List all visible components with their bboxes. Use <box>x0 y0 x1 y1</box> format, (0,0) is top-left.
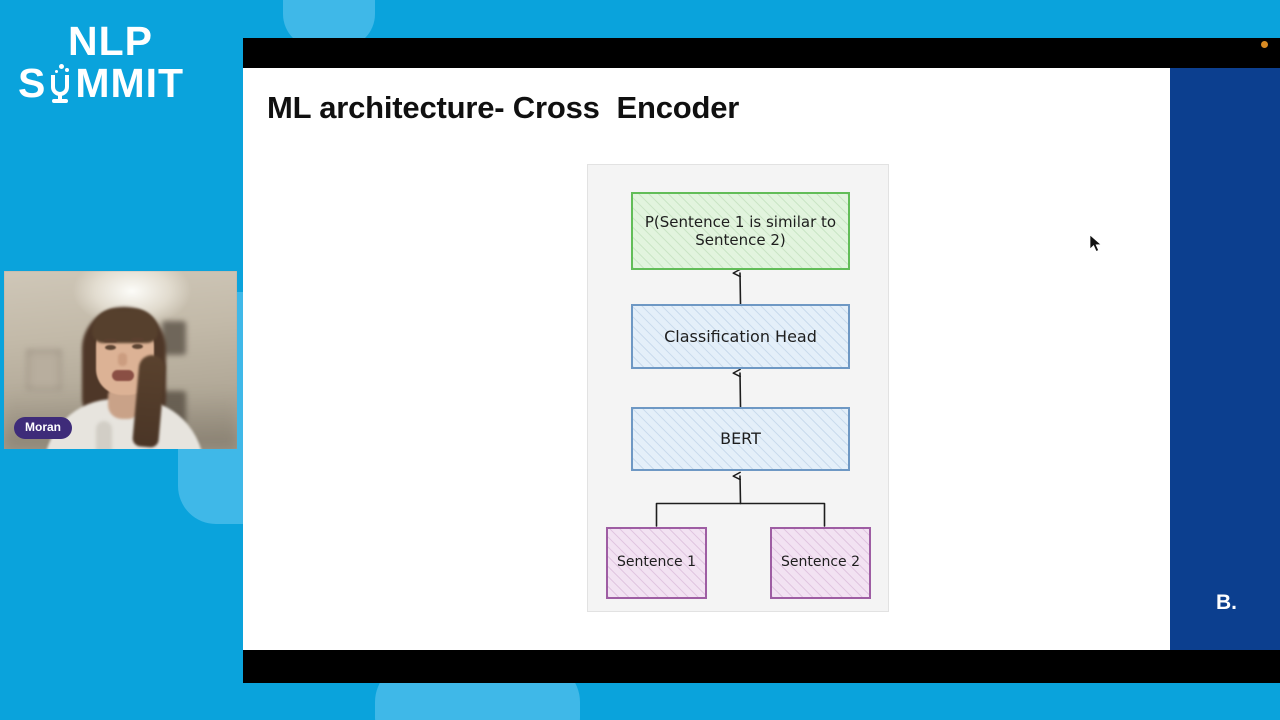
slide-title: ML architecture- Cross Encoder <box>267 90 740 125</box>
slide-content-area: ML architecture- Cross Encoder P(Sent <box>243 68 1170 650</box>
diagram-node-probability-label: P(Sentence 1 is similar to Sentence 2) <box>644 212 837 249</box>
speaker-brow-left <box>104 339 117 342</box>
speaker-eye-right <box>132 344 143 349</box>
speaker-nose <box>118 353 127 366</box>
diagram-node-bert: BERT <box>631 407 850 471</box>
diagram-node-probability: P(Sentence 1 is similar to Sentence 2) <box>631 192 850 270</box>
recording-indicator-icon <box>1261 41 1268 48</box>
speaker-mouth <box>112 370 134 381</box>
diagram-node-sentence-2: Sentence 2 <box>770 527 871 599</box>
diagram-node-classification-head-label: Classification Head <box>664 326 817 346</box>
webcam-wall-art-right <box>162 321 186 355</box>
diagram-node-classification-head: Classification Head <box>631 304 850 369</box>
mouse-pointer-icon <box>1089 234 1102 252</box>
slide-side-panel <box>1170 68 1280 650</box>
speaker-shirt-detail <box>96 421 112 449</box>
diagram-node-sentence-1-label: Sentence 1 <box>616 554 697 571</box>
microphone-icon <box>47 62 74 104</box>
diagram-node-bert-label: BERT <box>720 429 761 449</box>
diagram-node-sentence-1: Sentence 1 <box>606 527 707 599</box>
diagram-node-sentence-2-label: Sentence 2 <box>780 554 861 571</box>
logo-text-summit: S MMIT <box>18 62 184 104</box>
speaker-name-badge: Moran <box>14 417 72 439</box>
slide-brand-logo: B. <box>1216 591 1237 614</box>
logo-text-nlp: NLP <box>68 18 153 64</box>
webcam-wall-art-left <box>26 349 62 391</box>
logo-letters-mmit: MMIT <box>75 60 185 106</box>
logo-letter-s: S <box>18 60 47 106</box>
speaker-eye-left <box>105 345 116 350</box>
nlp-summit-logo: NLP S MMIT <box>18 18 198 105</box>
speaker-brow-right <box>131 338 144 341</box>
speaker-hair-front <box>92 309 158 343</box>
speaker-video-tile[interactable]: Moran <box>4 271 237 449</box>
cross-encoder-architecture-diagram: P(Sentence 1 is similar to Sentence 2) C… <box>587 164 889 612</box>
